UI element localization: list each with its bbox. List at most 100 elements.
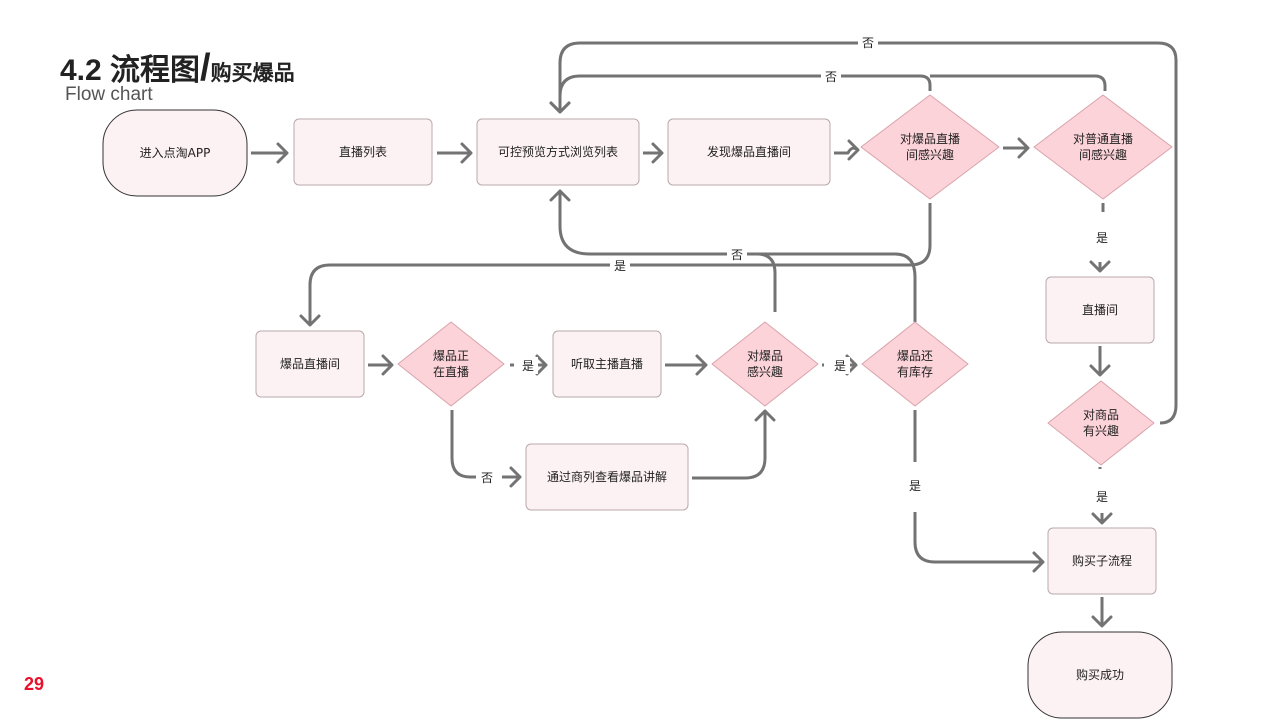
edge-hot-is-live-to-listen-host	[535, 354, 548, 376]
node-label: 对爆品直播	[900, 132, 960, 146]
node-label: 爆品还	[897, 349, 933, 363]
edge-in-stock-to-buy-subflow	[913, 512, 1045, 573]
title-main: 4.2 流程图	[60, 54, 201, 87]
arrowhead-icon	[535, 354, 548, 376]
process-shape	[667, 118, 831, 186]
title-separator: /	[200, 47, 211, 89]
edge-browse-list-to-find-hot-room	[643, 142, 664, 164]
edge-label-bg	[518, 357, 538, 374]
decision-shape	[397, 321, 505, 407]
node-live-list[interactable]: 直播列表	[293, 118, 433, 186]
edge-label-bg	[858, 34, 878, 51]
edge-view-explain-to-interest-hot	[692, 409, 776, 480]
arrowhead-icon	[1091, 512, 1113, 525]
edge-label-bg	[905, 477, 925, 494]
node-label: 购买子流程	[1072, 553, 1132, 568]
node-buy-subflow[interactable]: 购买子流程	[1047, 527, 1157, 595]
process-shape	[476, 118, 640, 186]
node-label: 间感兴趣	[906, 147, 954, 162]
arrowhead-icon	[1032, 551, 1045, 573]
node-label: 在直播	[433, 365, 469, 379]
arrowhead-icon	[1089, 364, 1111, 377]
decision-shape	[861, 321, 969, 407]
edge-label-bg	[727, 246, 747, 263]
node-label: 直播间	[1082, 303, 1118, 317]
arrowhead-icon	[460, 142, 473, 164]
terminal-shape	[102, 109, 248, 197]
decision-shape	[860, 94, 1000, 200]
connector-line	[558, 74, 932, 112]
title-sub: 购买爆品	[210, 62, 295, 85]
arrowhead-icon	[754, 409, 776, 422]
arrowhead-icon	[847, 139, 860, 161]
page-subtitle: Flow chart	[65, 84, 153, 105]
node-browse-list[interactable]: 可控预览方式浏览列表	[476, 118, 640, 186]
node-hot-room[interactable]: 爆品直播间	[255, 330, 365, 398]
decision-shape	[711, 321, 819, 407]
arrowhead-icon	[299, 314, 321, 327]
decision-shape	[1047, 380, 1155, 466]
node-live-room[interactable]: 直播间	[1045, 276, 1155, 344]
edges-layer	[251, 41, 1178, 628]
edge-label-bg	[477, 469, 497, 486]
edge-label: 是	[834, 359, 846, 373]
connector-line	[558, 41, 1178, 425]
node-find-hot-room[interactable]: 发现爆品直播间	[667, 118, 831, 186]
edge-label-bg	[610, 257, 630, 274]
process-shape	[293, 118, 433, 186]
arrowhead-icon	[651, 142, 664, 164]
node-label: 有库存	[897, 364, 933, 379]
process-shape	[552, 330, 662, 398]
edge-hot-is-live-to-view-explain	[502, 466, 522, 488]
arrowhead-icon	[1017, 137, 1030, 159]
arrowhead-icon	[276, 142, 289, 164]
node-buy-success[interactable]: 购买成功	[1027, 631, 1173, 719]
connector-line	[913, 512, 1043, 564]
node-label: 可控预览方式浏览列表	[498, 144, 618, 159]
node-label: 对爆品	[747, 349, 783, 363]
node-label: 感兴趣	[747, 364, 783, 379]
node-label: 直播列表	[339, 145, 387, 159]
process-shape	[525, 443, 689, 511]
arrowhead-icon	[549, 101, 571, 114]
edge-interest-hot-to-browse-list	[549, 189, 777, 312]
node-enter-app[interactable]: 进入点淘APP	[102, 109, 248, 197]
edge-label-bg	[1092, 488, 1112, 505]
edge-enter-app-to-live-list	[251, 142, 289, 164]
edge-live-room-to-interest-product	[1089, 346, 1111, 377]
edge-label: 是	[1096, 231, 1108, 245]
arrowhead-icon	[695, 354, 708, 376]
process-shape	[255, 330, 365, 398]
process-shape	[1047, 527, 1157, 595]
node-label: 有兴趣	[1083, 423, 1119, 438]
edge-label: 否	[481, 471, 493, 485]
edge-label-bg	[1092, 229, 1112, 246]
edge-label-bg	[821, 68, 841, 85]
arrowhead-icon	[1091, 615, 1113, 628]
edge-label: 否	[731, 248, 743, 262]
edge-label: 是	[1096, 490, 1108, 504]
edge-interest-hot-room-to-browse-list	[549, 74, 932, 114]
edge-buy-subflow-to-buy-success	[1091, 597, 1113, 628]
node-listen-host[interactable]: 听取主播直播	[552, 330, 662, 398]
arrowhead-icon	[509, 466, 522, 488]
node-view-explain[interactable]: 通过商列查看爆品讲解	[525, 443, 689, 511]
edge-label-bg	[830, 357, 850, 374]
edge-label: 否	[862, 36, 874, 50]
node-label: 进入点淘APP	[140, 146, 211, 160]
edge-interest-hot-room-to-interest-normal-room	[1003, 137, 1030, 159]
node-label: 购买成功	[1076, 667, 1124, 682]
terminal-shape	[1027, 631, 1173, 719]
edge-interest-product-to-browse-list	[549, 41, 1178, 425]
node-label: 对商品	[1083, 407, 1119, 422]
edge-label: 是	[614, 259, 626, 273]
connector-line	[757, 252, 917, 322]
